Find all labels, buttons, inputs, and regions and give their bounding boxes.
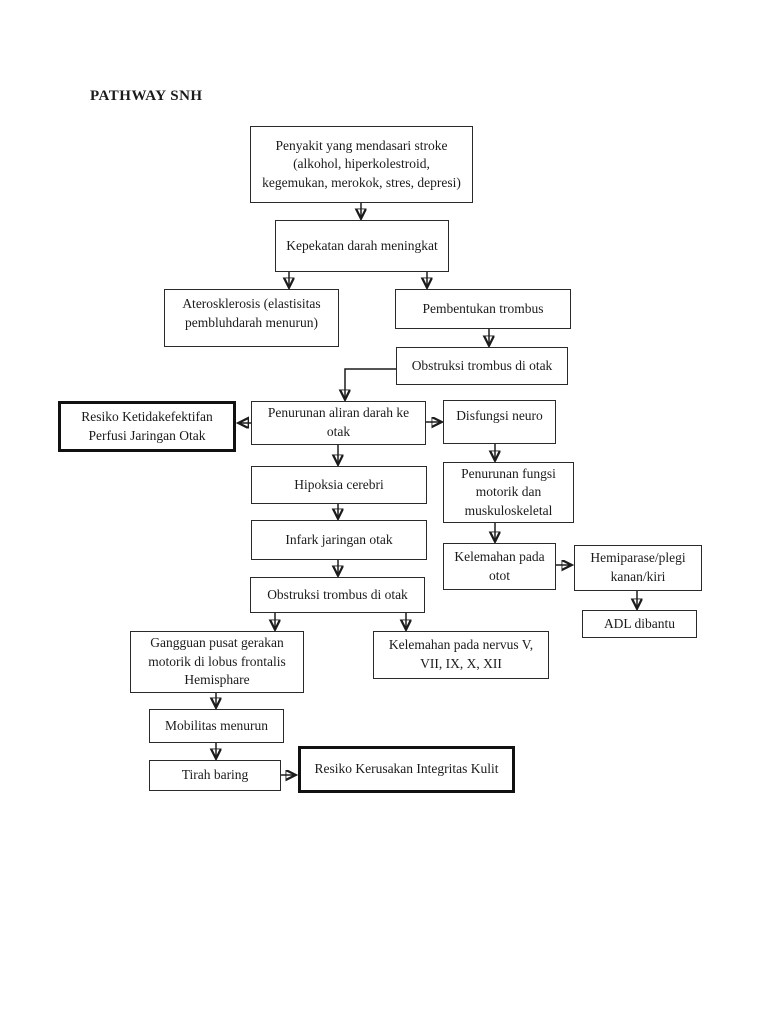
diagram-node-aterosklerosis: Aterosklerosis (elastisitas pembluhdarah…: [164, 289, 339, 347]
diagram-node-penyakit: Penyakit yang mendasari stroke (alkohol,…: [250, 126, 473, 203]
diagram-node-disfungsi: Disfungsi neuro: [443, 400, 556, 444]
node-label: Obstruksi trombus di otak: [267, 586, 408, 602]
diagram-node-kelemahan-otot: Kelemahan pada otot: [443, 543, 556, 590]
node-label: Disfungsi neuro: [456, 408, 543, 423]
diagram-node-resiko-perfusi: Resiko Ketidakefektifan Perfusi Jaringan…: [58, 401, 236, 452]
diagram-node-obstruksi-2: Obstruksi trombus di otak: [250, 577, 425, 613]
node-label: Infark jaringan otak: [285, 531, 393, 547]
node-label: Resiko Kerusakan Integritas Kulit: [314, 761, 499, 777]
diagram-node-penurunan-aliran: Penurunan aliran darah ke otak: [251, 401, 426, 445]
diagram-node-kepekatan: Kepekatan darah meningkat: [275, 220, 449, 272]
node-label: Gangguan pusat gerakan motorik di lobus …: [148, 635, 286, 688]
node-label: Kelemahan pada otot: [454, 548, 545, 583]
diagram-node-hipoksia: Hipoksia cerebri: [251, 466, 427, 504]
diagram-node-penurunan-fungsi: Penurunan fungsi motorik dan muskuloskel…: [443, 462, 574, 523]
diagram-node-resiko-kulit: Resiko Kerusakan Integritas Kulit: [298, 746, 515, 793]
node-label: Tirah baring: [181, 767, 249, 783]
node-label: Penurunan aliran darah ke otak: [267, 405, 410, 439]
node-label: Pembentukan trombus: [422, 300, 544, 316]
diagram-node-kelemahan-nervus: Kelemahan pada nervus V, VII, IX, X, XII: [373, 631, 549, 679]
page-title: PATHWAY SNH: [90, 88, 203, 104]
diagram-node-mobilitas: Mobilitas menurun: [149, 709, 284, 743]
diagram-node-hemiparase: Hemiparase/plegi kanan/kiri: [574, 545, 702, 591]
node-label: Kepekatan darah meningkat: [286, 237, 438, 253]
diagram-node-tirah: Tirah baring: [149, 760, 281, 791]
node-label: Aterosklerosis (elastisitas pembluhdarah…: [182, 296, 321, 330]
node-label: Resiko Ketidakefektifan Perfusi Jaringan…: [81, 408, 213, 443]
node-label: ADL dibantu: [603, 615, 676, 631]
node-label: Mobilitas menurun: [164, 717, 269, 733]
node-label: Penurunan fungsi motorik dan muskuloskel…: [461, 465, 556, 518]
diagram-node-gangguan: Gangguan pusat gerakan motorik di lobus …: [130, 631, 304, 693]
node-label: Obstruksi trombus di otak: [411, 357, 553, 373]
diagram-node-adl: ADL dibantu: [582, 610, 697, 638]
node-label: Penyakit yang mendasari stroke (alkohol,…: [262, 137, 461, 190]
diagram-node-infark: Infark jaringan otak: [251, 520, 427, 560]
diagram-node-obstruksi-1: Obstruksi trombus di otak: [396, 347, 568, 385]
node-label: Hipoksia cerebri: [294, 476, 384, 492]
node-label: Hemiparase/plegi kanan/kiri: [590, 550, 686, 584]
diagram-node-pembentukan: Pembentukan trombus: [395, 289, 571, 329]
node-label: Kelemahan pada nervus V, VII, IX, X, XII: [388, 637, 534, 671]
